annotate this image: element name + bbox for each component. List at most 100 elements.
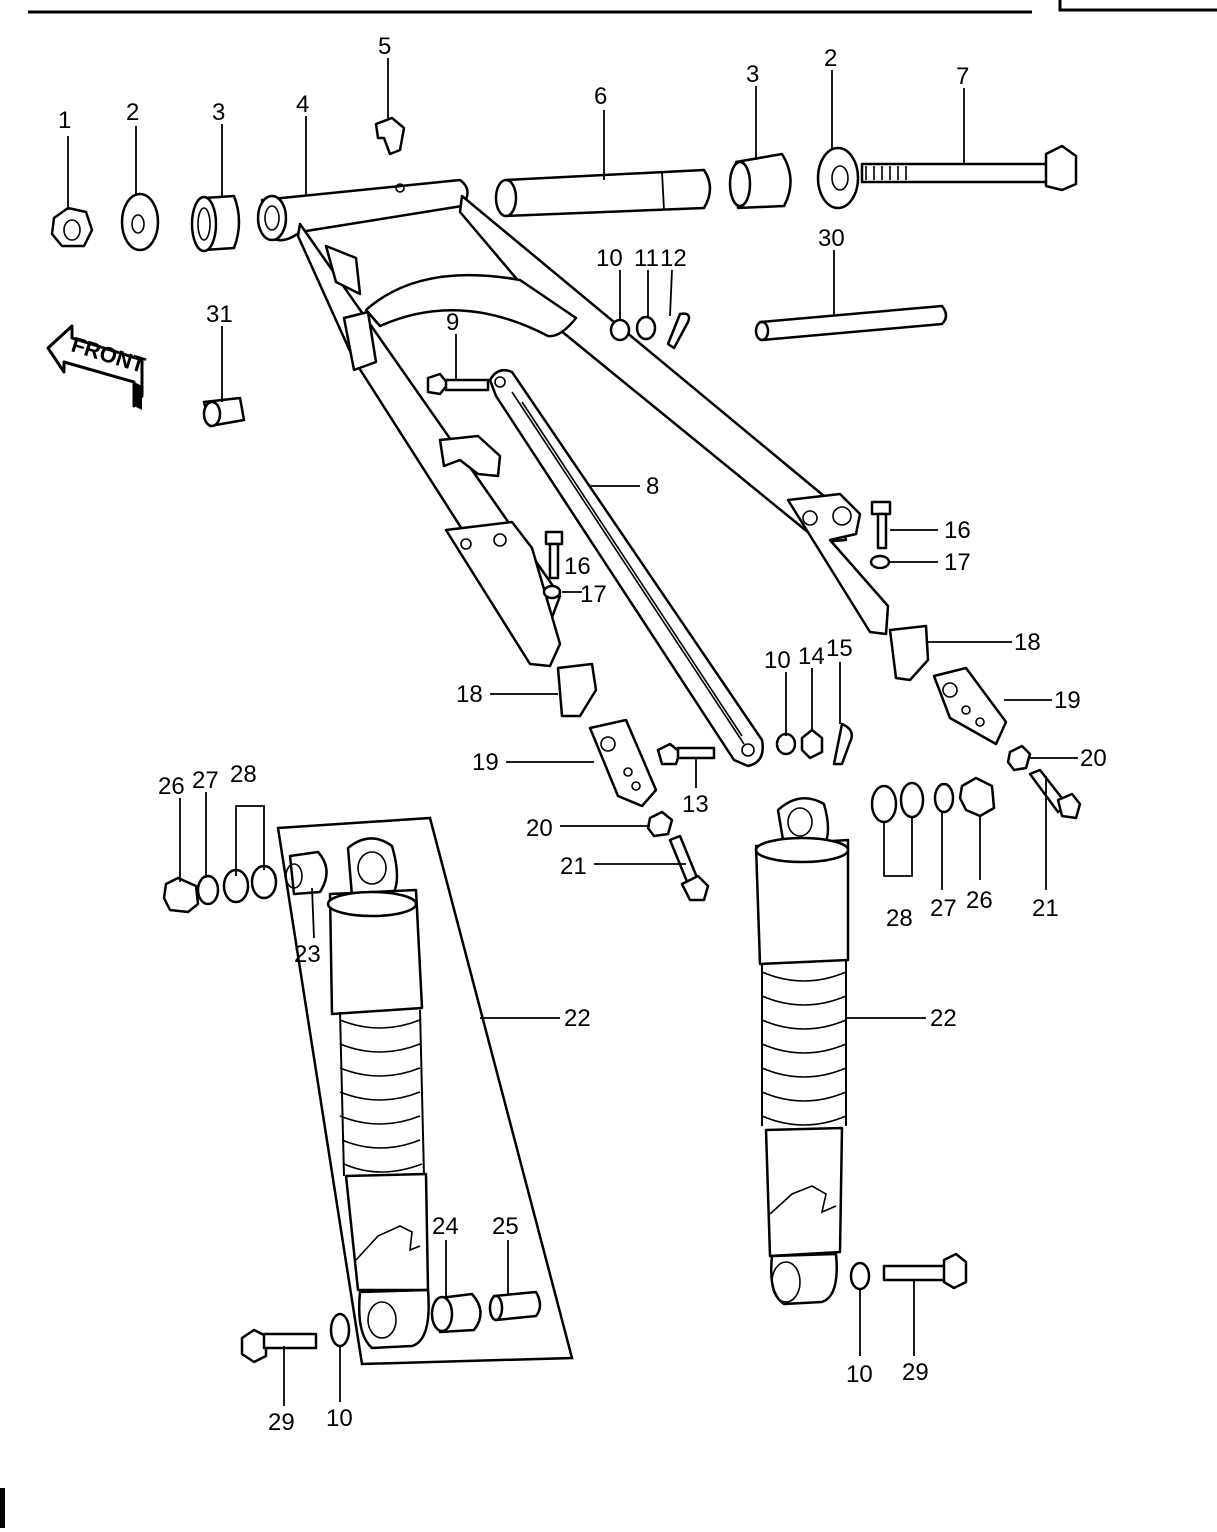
callout-30: 30 [818,225,845,252]
callout-18: 18 [1014,629,1041,656]
washer-part-27b [933,782,955,814]
washer-part-17b [869,554,891,570]
adjuster-block-part-18a [556,662,598,718]
shock-absorber-right-part-22 [754,797,850,1306]
nut-part-20b [1006,744,1032,772]
callout-27: 27 [930,895,957,922]
swing-arm-part-4 [256,178,890,668]
callout-18: 18 [456,681,483,708]
bolt-part-21a [668,834,710,902]
callout-7: 7 [956,63,969,90]
callout-10: 10 [846,1361,873,1388]
callout-17: 17 [944,549,971,576]
shock-absorber-left-part-22 [276,816,574,1366]
callout-3: 3 [746,61,759,88]
shaft-part-30 [754,304,948,342]
callout-28: 28 [230,761,257,788]
chain-adjuster-part-19a [588,718,658,808]
washer-part-27a [196,874,220,906]
nut-part-14 [800,728,824,760]
callout-2: 2 [824,45,837,72]
callout-25: 25 [492,1213,519,1240]
callout-22: 22 [930,1005,957,1032]
nut-part-20a [646,810,674,838]
bolt-part-16b [870,500,892,550]
callout-10: 10 [764,647,791,674]
callout-10: 10 [596,245,623,272]
washer-part-28a [222,864,278,904]
bolt-part-9 [426,372,490,396]
washer-part-10a [609,318,631,342]
nut-part-11 [635,315,657,341]
leader-lines [67,58,1078,1406]
callout-19: 19 [1054,687,1081,714]
callout-21: 21 [560,853,587,880]
washer-part-2b [816,146,860,210]
callout-20: 20 [1080,745,1107,772]
callout-21: 21 [1032,895,1059,922]
callout-1: 1 [58,107,71,134]
callout-5: 5 [378,33,391,60]
bolt-part-21b [1028,768,1082,820]
callout-26: 26 [966,887,993,914]
callout-17: 17 [580,581,607,608]
callout-26: 26 [158,773,185,800]
callout-3: 3 [212,99,225,126]
callout-2: 2 [126,99,139,126]
nut-part-1 [50,206,94,248]
callout-6: 6 [594,83,607,110]
torque-link-part-8 [488,369,764,768]
callout-11: 11 [634,245,659,272]
chain-adjuster-part-19b [932,666,1008,746]
bolt-part-29a [240,1328,318,1364]
callout-22: 22 [564,1005,591,1032]
callout-24: 24 [432,1213,459,1240]
bushing-part-24 [430,1292,482,1334]
callout-28: 28 [886,905,913,932]
callout-19: 19 [472,749,499,776]
sleeve-part-6 [494,168,712,218]
callout-29: 29 [268,1409,295,1436]
callout-27: 27 [192,767,219,794]
cap-nut-part-26a [162,876,200,914]
callout-16: 16 [564,553,591,580]
adjuster-block-part-18b [888,624,930,682]
callout-10: 10 [326,1405,353,1432]
needle-bearing-part-31 [202,396,246,428]
callout-13: 13 [682,791,709,818]
bolt-part-13 [656,742,716,766]
washer-part-28b [870,781,925,824]
sleeve-part-25 [488,1290,542,1322]
callout-15: 15 [826,635,853,662]
bolt-part-16a [544,530,564,580]
callout-14: 14 [798,643,825,670]
washer-part-10b [775,732,797,756]
cap-nut-part-26b [958,776,996,818]
pivot-bolt-part-7 [860,144,1078,192]
bolt-part-29b [882,1252,968,1290]
callout-29: 29 [902,1359,929,1386]
front-arrow-icon: FRONT [46,324,149,410]
callout-12: 12 [660,245,687,272]
grease-nipple-part-5 [374,116,406,156]
washer-part-2a [120,192,160,252]
callout-23: 23 [294,941,321,968]
cotter-pin-part-12 [666,312,691,350]
washer-part-17a [542,584,562,600]
bushing-part-3b [728,152,792,210]
cotter-pin-part-15 [832,722,853,766]
callout-numbers: 1 2 3 4 5 6 3 2 7 30 10 11 12 9 31 8 16 … [58,33,1107,1436]
callout-20: 20 [526,815,553,842]
callout-31: 31 [206,301,233,328]
callout-8: 8 [646,473,659,500]
washer-part-10d [849,1261,871,1291]
callout-16: 16 [944,517,971,544]
washer-part-10c [329,1312,351,1348]
callout-4: 4 [296,91,309,118]
bushing-part-23 [285,850,328,896]
bushing-part-3a [190,194,241,253]
callout-9: 9 [446,309,459,336]
